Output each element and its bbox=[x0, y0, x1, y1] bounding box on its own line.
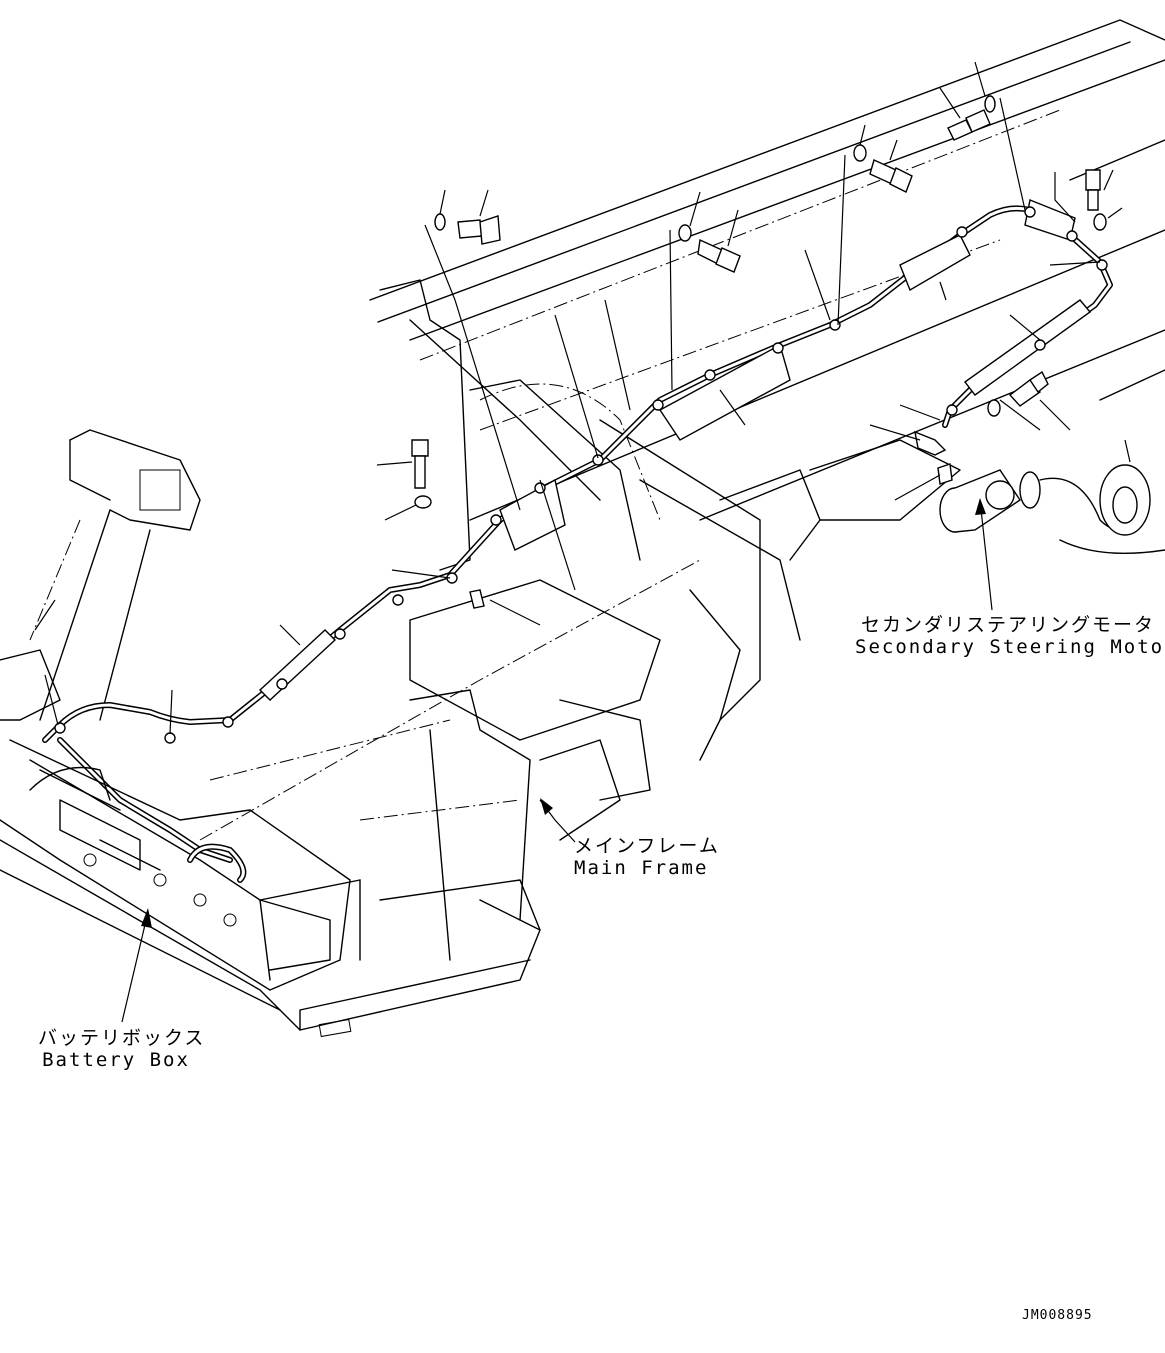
label-battery-box-jp: バッテリボックス bbox=[38, 1027, 206, 1049]
main-frame-rails bbox=[369, 19, 1165, 521]
label-main-frame-en: Main Frame bbox=[574, 857, 709, 879]
left-upright-post bbox=[29, 429, 201, 721]
wiring-harness bbox=[42, 205, 1113, 883]
bolts-and-washers bbox=[411, 95, 1107, 609]
label-main-frame-jp: メインフレーム bbox=[574, 835, 720, 857]
leader-lines bbox=[34, 61, 1131, 735]
label-main-frame: メインフレーム Main Frame bbox=[574, 835, 720, 879]
label-battery-box: バッテリボックス Battery Box bbox=[38, 1027, 206, 1071]
label-arrows bbox=[121, 498, 993, 1023]
lower-frame bbox=[0, 579, 661, 1038]
label-battery-box-en: Battery Box bbox=[42, 1049, 190, 1071]
battery-box-assembly bbox=[0, 739, 351, 991]
label-secondary-steering-motor: セカンダリステアリングモータ Secondary Steering Motor bbox=[855, 614, 1165, 658]
harness-clamps bbox=[54, 206, 1108, 744]
secondary-steering-motor bbox=[939, 464, 1165, 555]
label-secondary-steering-motor-jp: セカンダリステアリングモータ bbox=[860, 614, 1155, 636]
drawing-code: JM008895 bbox=[1022, 1308, 1093, 1323]
label-secondary-steering-motor-en: Secondary Steering Motor bbox=[855, 636, 1165, 658]
frame-cross-members bbox=[199, 279, 961, 841]
